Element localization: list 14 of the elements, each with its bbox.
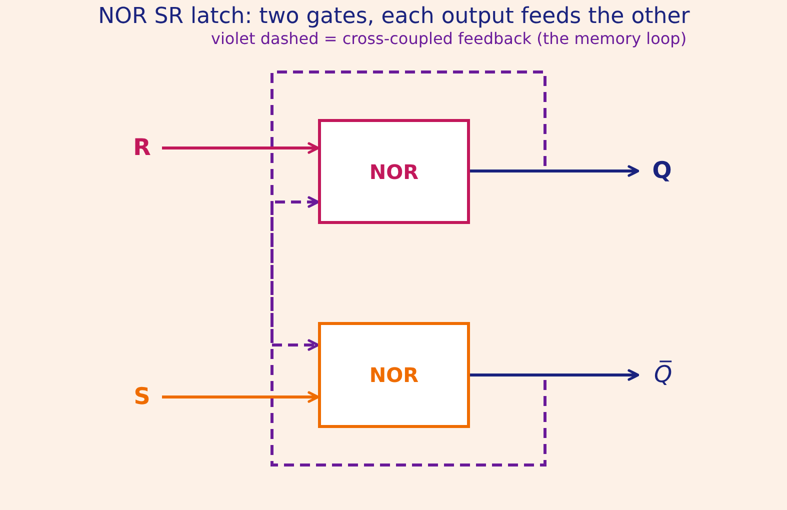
- arrow: [470, 165, 640, 177]
- feedback-arrow: [270, 70, 546, 351]
- output-label: Q̅: [650, 358, 676, 392]
- output-label: Q: [650, 156, 674, 186]
- arrow: [162, 142, 320, 154]
- subtitle: violet dashed = cross-coupled feedback (the memory loop): [211, 30, 687, 48]
- nor-gate: NOR: [318, 119, 470, 224]
- input-label: R: [130, 133, 154, 163]
- input-label: S: [130, 382, 154, 412]
- nor-gate: NOR: [318, 322, 470, 428]
- arrow: [470, 369, 640, 381]
- title: NOR SR latch: two gates, each output feeds the other: [98, 4, 690, 30]
- arrow: [162, 391, 320, 403]
- feedback-arrow: [270, 196, 546, 466]
